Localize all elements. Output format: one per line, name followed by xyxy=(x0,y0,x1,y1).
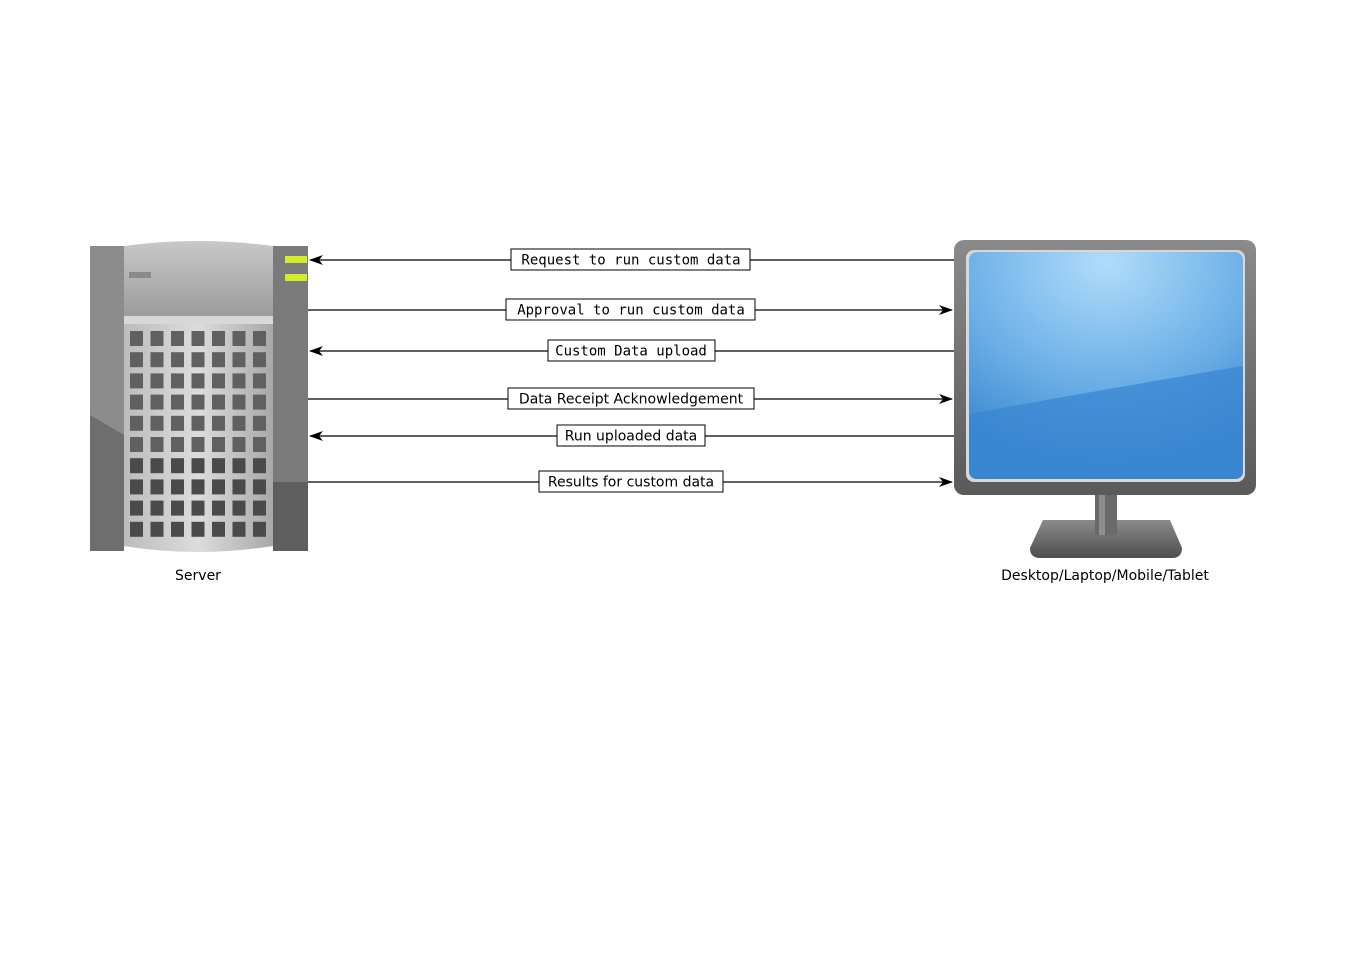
vent-cell xyxy=(232,415,246,431)
vent-cell xyxy=(253,437,266,452)
vent-cell xyxy=(171,415,184,431)
vent-cell xyxy=(191,479,205,495)
vent-cell xyxy=(253,458,266,474)
vent-cell xyxy=(171,352,184,368)
vent-cell xyxy=(253,479,266,495)
status-led-1 xyxy=(285,256,307,263)
vent-cell xyxy=(150,331,164,346)
message-label: Results for custom data xyxy=(548,475,714,491)
vent-cell xyxy=(130,394,143,410)
server-vent-grid xyxy=(130,331,266,537)
vent-cell xyxy=(191,437,205,452)
vent-cell xyxy=(130,415,143,431)
vent-cell xyxy=(171,500,184,516)
message-label: Request to run custom data xyxy=(521,253,740,269)
message-3: Custom Data upload xyxy=(309,339,954,362)
vent-cell xyxy=(232,479,246,495)
vent-cell xyxy=(253,373,266,389)
message-label: Custom Data upload xyxy=(555,344,707,360)
message-1: Request to run custom data xyxy=(309,248,954,271)
message-4: Data Receipt Acknowledgement xyxy=(308,387,953,410)
vent-cell xyxy=(232,458,246,474)
vent-cell xyxy=(130,500,143,516)
vent-cell xyxy=(171,521,184,537)
vent-cell xyxy=(130,352,143,368)
vent-cell xyxy=(171,331,184,346)
vent-cell xyxy=(150,521,164,537)
vent-cell xyxy=(191,415,205,431)
vent-cell xyxy=(171,437,184,452)
vent-cell xyxy=(212,521,225,537)
server-label: Server xyxy=(175,568,221,584)
vent-cell xyxy=(253,394,266,410)
monitor-icon xyxy=(954,240,1256,558)
message-6: Results for custom data xyxy=(308,470,953,493)
vent-cell xyxy=(253,415,266,431)
vent-cell xyxy=(191,521,205,537)
vent-cell xyxy=(212,373,225,389)
message-label: Run uploaded data xyxy=(565,429,697,445)
vent-cell xyxy=(212,458,225,474)
vent-cell xyxy=(150,373,164,389)
client-label: Desktop/Laptop/Mobile/Tablet xyxy=(1001,568,1209,584)
vent-cell xyxy=(232,394,246,410)
vent-cell xyxy=(130,479,143,495)
vent-cell xyxy=(253,500,266,516)
vent-cell xyxy=(212,479,225,495)
vent-cell xyxy=(150,479,164,495)
vent-cell xyxy=(253,352,266,368)
vent-cell xyxy=(171,373,184,389)
server-icon xyxy=(90,241,308,552)
vent-cell xyxy=(191,500,205,516)
message-label-box xyxy=(505,298,756,321)
vent-cell xyxy=(150,500,164,516)
vent-cell xyxy=(212,415,225,431)
message-5: Run uploaded data xyxy=(309,424,954,447)
vent-cell xyxy=(232,437,246,452)
vent-cell xyxy=(191,352,205,368)
message-label-box xyxy=(510,248,751,271)
status-led-2 xyxy=(285,274,307,281)
message-label-box xyxy=(538,470,724,493)
message-label-box xyxy=(547,339,716,362)
vent-cell xyxy=(150,352,164,368)
vent-cell xyxy=(212,500,225,516)
vent-cell xyxy=(171,458,184,474)
message-label: Data Receipt Acknowledgement xyxy=(519,392,744,408)
vent-cell xyxy=(212,331,225,346)
vent-cell xyxy=(150,458,164,474)
vent-cell xyxy=(191,458,205,474)
message-2: Approval to run custom data xyxy=(308,298,953,321)
message-label: Approval to run custom data xyxy=(517,303,745,319)
vent-cell xyxy=(130,458,143,474)
vent-cell xyxy=(232,331,246,346)
vent-cell xyxy=(191,373,205,389)
vent-cell xyxy=(150,437,164,452)
vent-cell xyxy=(191,331,205,346)
vent-cell xyxy=(232,352,246,368)
vent-cell xyxy=(212,437,225,452)
vent-cell xyxy=(232,500,246,516)
vent-cell xyxy=(130,373,143,389)
vent-cell xyxy=(130,331,143,346)
vent-cell xyxy=(171,479,184,495)
vent-cell xyxy=(150,394,164,410)
vent-cell xyxy=(253,331,266,346)
message-label-box xyxy=(556,424,706,447)
vent-cell xyxy=(130,521,143,537)
vent-cell xyxy=(130,437,143,452)
vent-cell xyxy=(232,373,246,389)
vent-cell xyxy=(232,521,246,537)
vent-cell xyxy=(253,521,266,537)
vent-cell xyxy=(212,352,225,368)
vent-cell xyxy=(150,415,164,431)
message-label-box xyxy=(507,387,755,410)
vent-cell xyxy=(191,394,205,410)
vent-cell xyxy=(212,394,225,410)
vent-cell xyxy=(171,394,184,410)
